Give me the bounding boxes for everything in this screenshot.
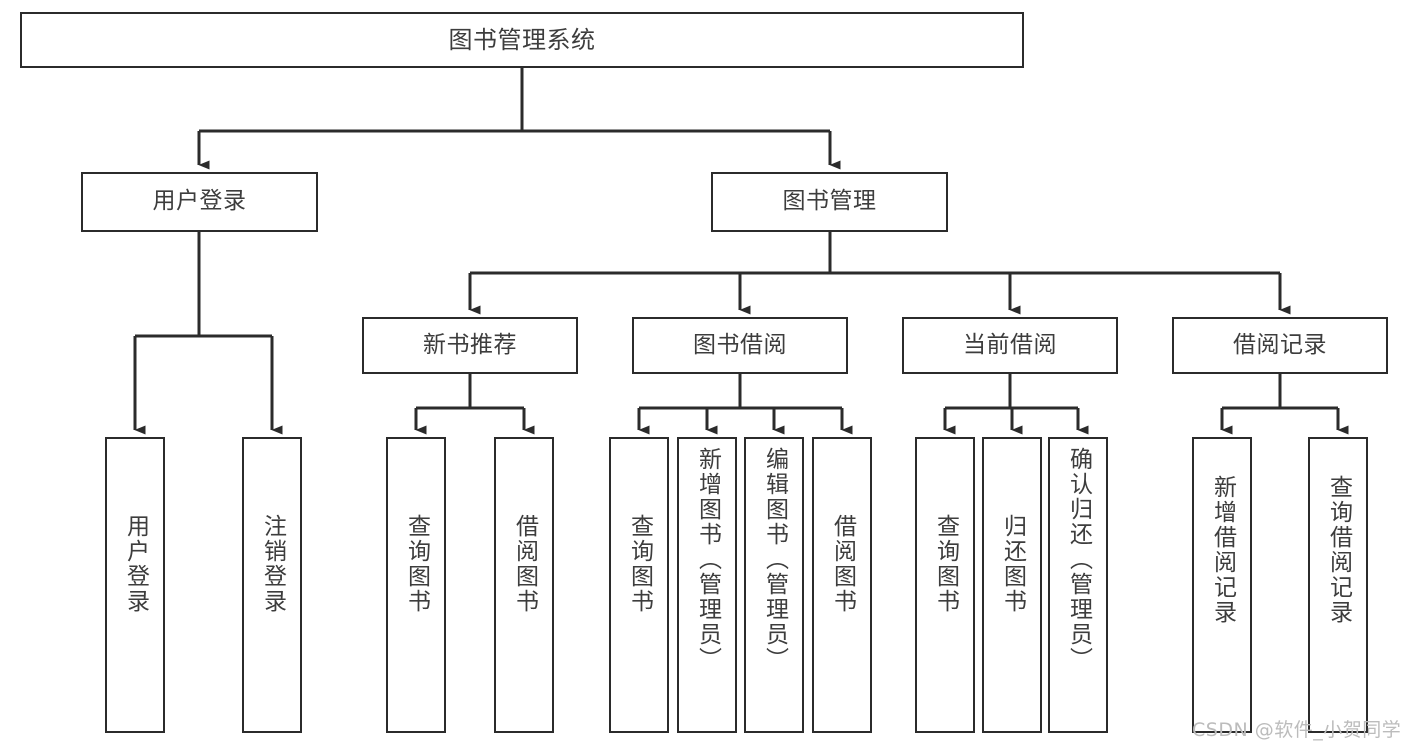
node-user-login[interactable]: 用户登录 — [81, 172, 318, 232]
node-leaf-user-login[interactable]: 用户登录 — [105, 437, 165, 733]
node-user-login-label: 用户登录 — [152, 188, 247, 215]
node-root[interactable]: 图书管理系统 — [20, 12, 1024, 68]
node-leaf-add-book[interactable]: 新增图书（管理员） — [677, 437, 737, 733]
node-leaf-confirm-return[interactable]: 确认归还（管理员） — [1048, 437, 1108, 733]
node-new-book-rec-label: 新书推荐 — [423, 331, 517, 358]
node-current-borrow-label: 当前借阅 — [963, 331, 1057, 358]
node-book-manage-label: 图书管理 — [782, 188, 877, 215]
node-leaf-query-book-3[interactable]: 查询图书 — [915, 437, 975, 733]
node-leaf-borrow-book-1-label: 借阅图书 — [511, 514, 538, 614]
node-leaf-edit-book-label: 编辑图书（管理员） — [761, 447, 788, 672]
node-current-borrow[interactable]: 当前借阅 — [902, 317, 1118, 374]
node-leaf-return-book-label: 归还图书 — [999, 514, 1026, 614]
node-leaf-query-book-1-label: 查询图书 — [403, 514, 430, 614]
node-borrow-record[interactable]: 借阅记录 — [1172, 317, 1388, 374]
node-leaf-add-record[interactable]: 新增借阅记录 — [1192, 437, 1252, 733]
node-leaf-return-book[interactable]: 归还图书 — [982, 437, 1042, 733]
node-borrow-record-label: 借阅记录 — [1233, 331, 1327, 358]
node-leaf-query-record-label: 查询借阅记录 — [1325, 475, 1352, 625]
node-leaf-add-book-label: 新增图书（管理员） — [694, 447, 721, 672]
node-leaf-borrow-book-2[interactable]: 借阅图书 — [812, 437, 872, 733]
node-new-book-rec[interactable]: 新书推荐 — [362, 317, 578, 374]
node-leaf-borrow-book-1[interactable]: 借阅图书 — [494, 437, 554, 733]
node-leaf-query-book-2-label: 查询图书 — [626, 514, 653, 614]
node-leaf-add-record-label: 新增借阅记录 — [1209, 475, 1236, 625]
node-root-label: 图书管理系统 — [448, 25, 596, 54]
node-leaf-user-logout-label: 注销登录 — [259, 514, 286, 614]
node-leaf-confirm-return-label: 确认归还（管理员） — [1065, 447, 1092, 672]
node-leaf-user-logout[interactable]: 注销登录 — [242, 437, 302, 733]
node-leaf-query-book-2[interactable]: 查询图书 — [609, 437, 669, 733]
node-leaf-user-login-label: 用户登录 — [122, 514, 149, 614]
watermark: CSDN @软件_小贺同学 — [1192, 719, 1402, 741]
node-leaf-borrow-book-2-label: 借阅图书 — [829, 514, 856, 614]
node-book-borrow-label: 图书借阅 — [693, 331, 787, 358]
node-book-borrow[interactable]: 图书借阅 — [632, 317, 848, 374]
node-leaf-query-book-1[interactable]: 查询图书 — [386, 437, 446, 733]
node-leaf-query-record[interactable]: 查询借阅记录 — [1308, 437, 1368, 733]
node-leaf-query-book-3-label: 查询图书 — [932, 514, 959, 614]
node-book-manage[interactable]: 图书管理 — [711, 172, 948, 232]
node-leaf-edit-book[interactable]: 编辑图书（管理员） — [744, 437, 804, 733]
